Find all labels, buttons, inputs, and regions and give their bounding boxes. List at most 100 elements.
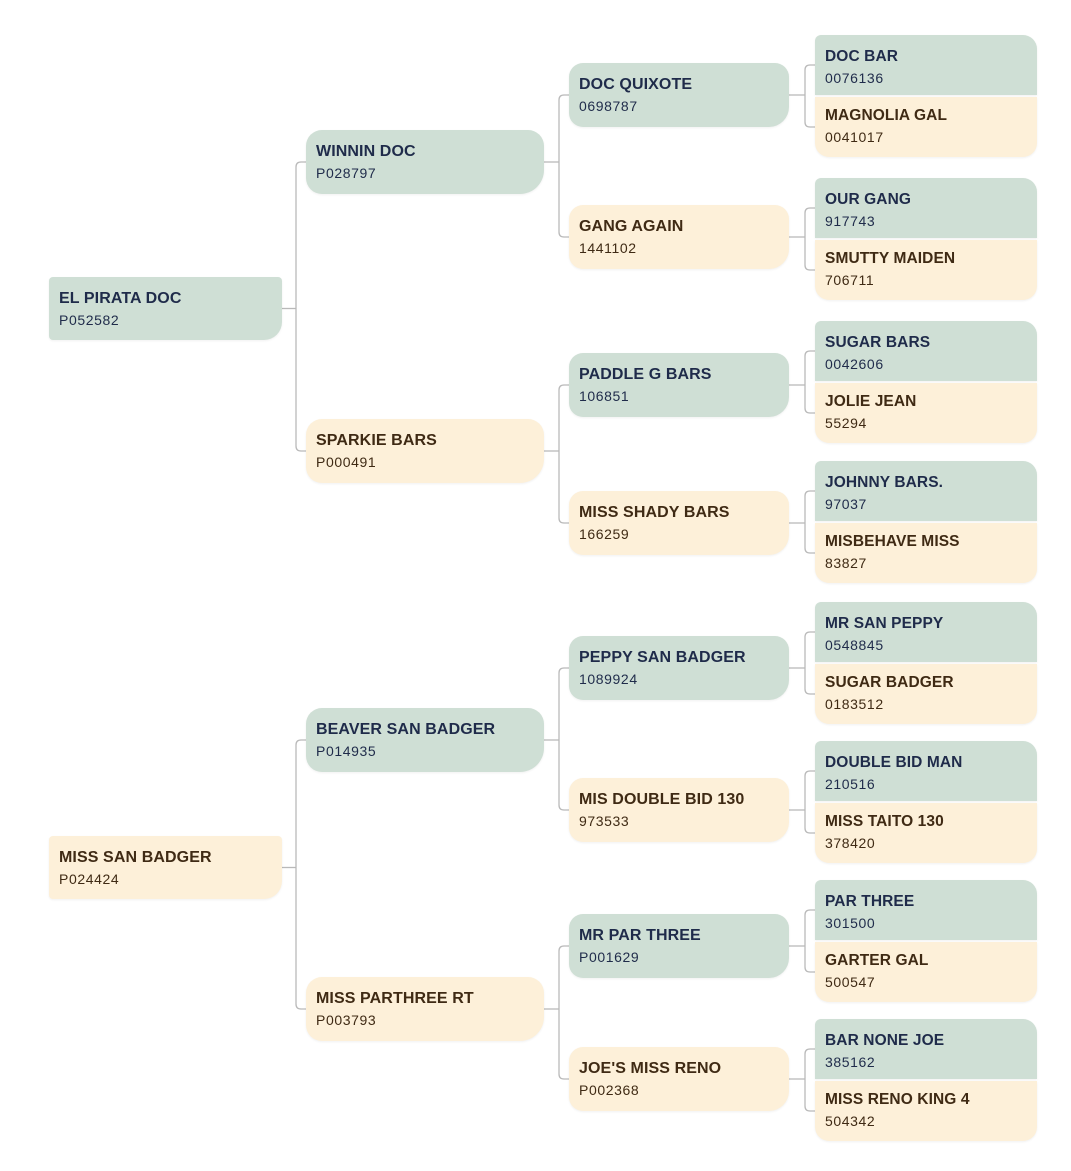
horse-name: OUR GANG [825,191,912,208]
horse-name: PEPPY SAN BADGER [579,649,746,666]
bracket-line [804,350,815,414]
bracket-line [295,161,306,452]
horse-card-g3-4[interactable]: MISS SHADY BARS 166259 [569,491,789,555]
bracket-line [558,94,569,238]
horse-card-g3-8[interactable]: JOE'S MISS RENO P002368 [569,1047,789,1111]
horse-card-g3-2[interactable]: GANG AGAIN 1441102 [569,205,789,269]
registration-number: P003793 [316,1012,377,1028]
registration-number: 1441102 [579,240,637,256]
horse-card-g2-2[interactable]: SPARKIE BARS P000491 [306,419,544,483]
horse-card-g3-1[interactable]: DOC QUIXOTE 0698787 [569,63,789,127]
horse-name: MISS TAITO 130 [825,813,944,830]
horse-name: MISBEHAVE MISS [825,533,960,550]
registration-number: 210516 [825,776,876,792]
horse-card-g4-5[interactable]: SUGAR BARS 0042606 [815,321,1037,381]
horse-card-g4-16[interactable]: MISS RENO KING 4 504342 [815,1081,1037,1141]
registration-number: 504342 [825,1113,876,1129]
registration-number: 917743 [825,213,876,229]
registration-number: P014935 [316,743,377,759]
horse-card-g4-3[interactable]: OUR GANG 917743 [815,178,1037,238]
registration-number: P024424 [59,870,120,887]
registration-number: 385162 [825,1054,876,1070]
registration-number: P028797 [316,165,377,181]
horse-name: MISS SHADY BARS [579,504,730,521]
bracket-line [804,909,815,973]
bracket-line [804,207,815,271]
registration-number: 973533 [579,813,630,829]
horse-card-g4-10[interactable]: SUGAR BADGER 0183512 [815,664,1037,724]
horse-name: SMUTTY MAIDEN [825,250,956,267]
horse-card-g2-1[interactable]: WINNIN DOC P028797 [306,130,544,194]
horse-name: SUGAR BARS [825,334,931,351]
horse-card-g4-6[interactable]: JOLIE JEAN 55294 [815,383,1037,443]
registration-number: 706711 [825,272,875,288]
registration-number: 97037 [825,496,867,512]
horse-name: SPARKIE BARS [316,432,437,449]
horse-name: MAGNOLIA GAL [825,107,948,124]
bracket-line [804,631,815,695]
horse-card-g3-7[interactable]: MR PAR THREE P001629 [569,914,789,978]
horse-name: GANG AGAIN [579,218,684,235]
horse-name: MISS RENO KING 4 [825,1091,970,1108]
horse-card-g4-15[interactable]: BAR NONE JOE 385162 [815,1019,1037,1079]
horse-card-g3-6[interactable]: MIS DOUBLE BID 130 973533 [569,778,789,842]
registration-number: 301500 [825,915,876,931]
horse-name: PAR THREE [825,893,915,910]
horse-card-g4-7[interactable]: JOHNNY BARS. 97037 [815,461,1037,521]
horse-card-g4-13[interactable]: PAR THREE 301500 [815,880,1037,940]
registration-number: 0183512 [825,696,884,712]
horse-name: JOE'S MISS RENO [579,1060,722,1077]
horse-card-g1-1[interactable]: EL PIRATA DOC P052582 [49,277,282,340]
registration-number: 1089924 [579,671,638,687]
registration-number: P000491 [316,454,377,470]
horse-name: WINNIN DOC [316,143,416,160]
horse-card-g4-4[interactable]: SMUTTY MAIDEN 706711 [815,240,1037,300]
horse-name: EL PIRATA DOC [59,289,182,307]
horse-name: MR SAN PEPPY [825,615,944,632]
registration-number: P002368 [579,1082,640,1098]
horse-name: PADDLE G BARS [579,366,712,383]
horse-name: JOLIE JEAN [825,393,917,410]
bracket-line [558,384,569,524]
horse-name: SUGAR BADGER [825,674,954,691]
horse-card-g3-5[interactable]: PEPPY SAN BADGER 1089924 [569,636,789,700]
horse-card-g4-2[interactable]: MAGNOLIA GAL 0041017 [815,97,1037,157]
registration-number: 0548845 [825,637,884,653]
registration-number: 166259 [579,526,630,542]
registration-number: 55294 [825,415,867,431]
bracket-line [804,490,815,554]
horse-name: GARTER GAL [825,952,929,969]
registration-number: P001629 [579,949,640,965]
registration-number: 0698787 [579,98,638,114]
bracket-line [558,945,569,1080]
horse-name: DOC QUIXOTE [579,76,693,93]
horse-card-g4-11[interactable]: DOUBLE BID MAN 210516 [815,741,1037,801]
horse-card-g4-9[interactable]: MR SAN PEPPY 0548845 [815,602,1037,662]
horse-name: MIS DOUBLE BID 130 [579,791,745,808]
horse-name: DOUBLE BID MAN [825,754,963,771]
bracket-line [804,770,815,834]
horse-card-g4-14[interactable]: GARTER GAL 500547 [815,942,1037,1002]
registration-number: P052582 [59,311,120,328]
bracket-line [804,1048,815,1112]
bracket-line [295,739,306,1010]
registration-number: 500547 [825,974,876,990]
horse-name: DOC BAR [825,48,899,65]
horse-card-g2-3[interactable]: BEAVER SAN BADGER P014935 [306,708,544,772]
registration-number: 0041017 [825,129,884,145]
horse-name: BEAVER SAN BADGER [316,721,496,738]
horse-name: MR PAR THREE [579,927,701,944]
horse-card-g2-4[interactable]: MISS PARTHREE RT P003793 [306,977,544,1041]
horse-name: BAR NONE JOE [825,1032,945,1049]
horse-name: MISS PARTHREE RT [316,990,474,1007]
registration-number: 0042606 [825,356,884,372]
bracket-line [804,64,815,128]
horse-name: JOHNNY BARS. [825,474,944,491]
